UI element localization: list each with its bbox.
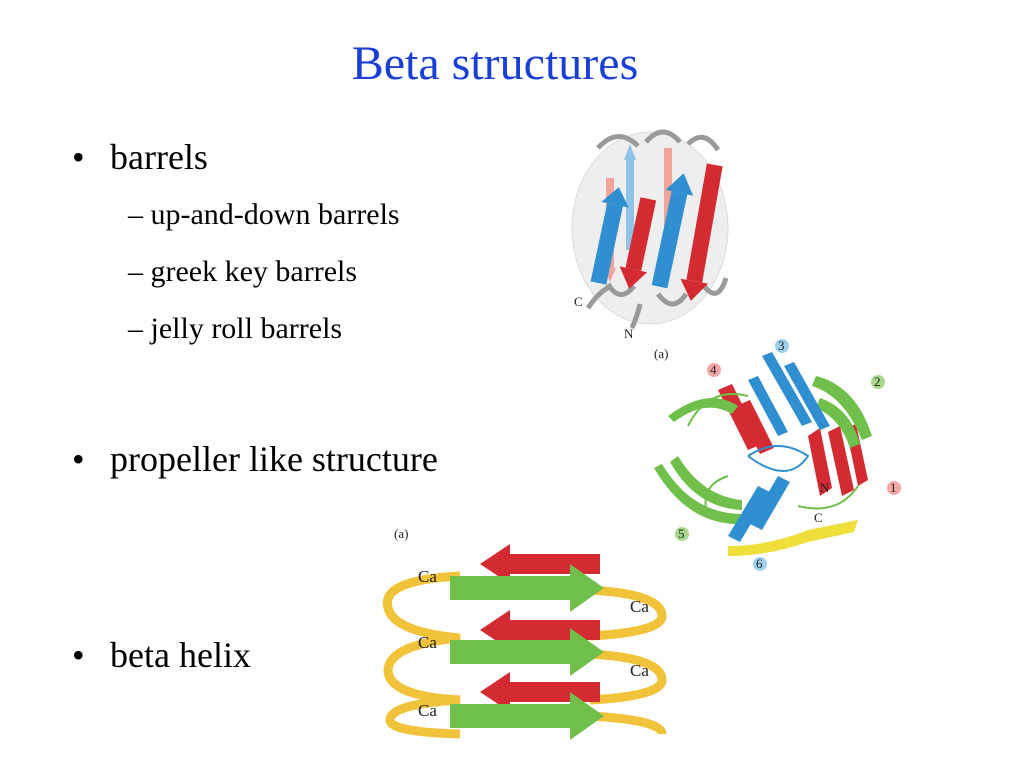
sub-item-greek-key: – greek key barrels — [128, 255, 357, 289]
helix-ca-label: Ca — [418, 701, 437, 720]
propeller-loop — [687, 393, 859, 517]
bullet-text: barrels — [110, 137, 208, 177]
sub-dash: – — [128, 312, 143, 345]
propeller-badge-3: 3 — [775, 338, 789, 353]
propeller-badge-5: 5 — [675, 526, 689, 541]
barrel-strand-back — [664, 148, 672, 248]
sub-item-text: greek key barrels — [150, 255, 358, 288]
helix-backbone-left — [382, 571, 461, 739]
barrel-label-n: N — [624, 326, 634, 341]
helix-ca-label: Ca — [630, 661, 649, 680]
propeller-blade-4 — [718, 384, 774, 454]
barrel-strand-front — [651, 173, 694, 289]
helix-panel-label: (a) — [394, 526, 408, 541]
propeller-blade-1 — [808, 424, 868, 496]
propeller-figure: (a) — [648, 336, 908, 576]
propeller-blade-5 — [654, 398, 742, 525]
bullet-propeller: • propeller like structure — [72, 438, 438, 480]
helix-rung-1 — [450, 544, 604, 612]
beta-helix-figure: (a) Ca Ca Ca Ca Ca — [380, 520, 680, 750]
propeller-label-n: N — [820, 480, 830, 495]
propeller-yellow-strand — [728, 520, 858, 556]
helix-ca-label: Ca — [418, 633, 437, 652]
bullet-marker: • — [72, 635, 85, 675]
barrel-n-terminus — [629, 303, 643, 329]
propeller-badge-2: 2 — [871, 374, 885, 389]
helix-ca-label: Ca — [418, 567, 437, 586]
bullet-marker: • — [72, 439, 85, 479]
propeller-blade-3 — [748, 352, 830, 436]
bullet-text: beta helix — [110, 635, 251, 675]
helix-ca-label: Ca — [630, 597, 649, 616]
sub-item-jelly-roll: – jelly roll barrels — [128, 312, 342, 346]
bullet-marker: • — [72, 137, 85, 177]
barrel-strand-front — [680, 163, 723, 301]
sub-dash: – — [128, 255, 143, 288]
bullet-beta-helix: • beta helix — [72, 634, 251, 676]
svg-text:6: 6 — [756, 556, 763, 571]
svg-text:1: 1 — [890, 480, 897, 495]
propeller-panel-label: (a) — [654, 346, 668, 361]
propeller-badge-6: 6 — [753, 556, 767, 571]
svg-text:4: 4 — [710, 362, 717, 377]
barrel-loop — [656, 292, 689, 307]
sub-item-text: jelly roll barrels — [150, 312, 343, 345]
barrel-strand-front — [619, 197, 657, 289]
barrel-strand-back — [624, 144, 636, 160]
barrel-strand-back — [626, 160, 634, 250]
barrel-figure: C N — [528, 108, 768, 348]
barrel-c-terminus — [585, 283, 613, 310]
barrel-strand-front — [590, 187, 629, 285]
sub-item-text: up-and-down barrels — [150, 198, 400, 231]
barrel-loop — [644, 129, 682, 144]
sub-item-up-and-down: – up-and-down barrels — [128, 198, 400, 232]
svg-text:2: 2 — [874, 374, 881, 389]
bullet-barrels: • barrels — [72, 136, 208, 178]
propeller-loop — [747, 445, 810, 472]
propeller-badge-1: 1 — [887, 480, 901, 495]
svg-text:3: 3 — [778, 338, 785, 353]
helix-backbone-right — [589, 585, 667, 736]
sub-dash: – — [128, 198, 143, 231]
slide-title: Beta structures — [351, 37, 639, 90]
propeller-badge-4: 4 — [707, 362, 721, 377]
helix-rung-3 — [450, 672, 604, 740]
barrel-loop — [686, 134, 721, 152]
svg-text:5: 5 — [678, 526, 685, 541]
propeller-label-c: C — [814, 510, 823, 525]
propeller-blade-6 — [728, 476, 790, 542]
bullet-text: propeller like structure — [110, 439, 438, 479]
propeller-blade-2 — [812, 376, 872, 448]
barrel-loop — [702, 277, 729, 296]
barrel-label-c: C — [574, 294, 583, 309]
helix-rung-2 — [450, 610, 604, 676]
barrel-loop — [596, 134, 640, 150]
